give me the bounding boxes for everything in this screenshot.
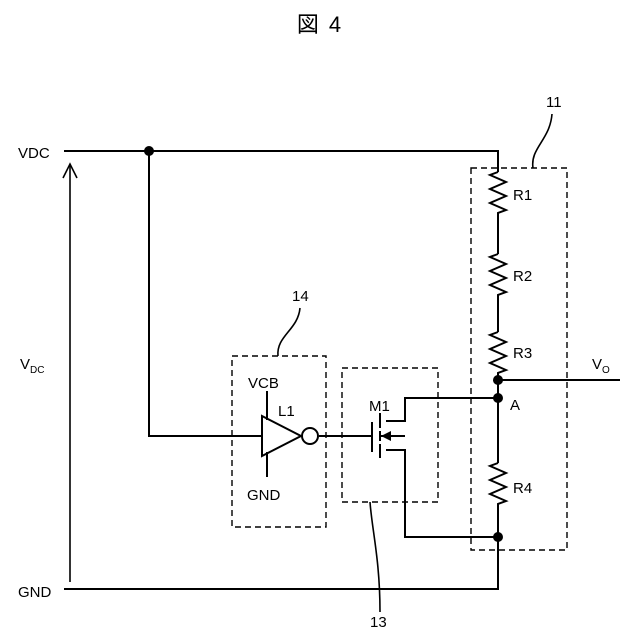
mosfet-drain-wire [386,398,498,421]
resistor-r4 [490,463,506,537]
mosfet-m1-label: M1 [369,398,390,415]
figure-title: 図 4 [297,12,343,37]
mosfet-body-arrow [381,431,391,441]
block-14-label: 14 [292,288,309,305]
mosfet-source-wire [386,450,498,537]
resistor-r2-label: R2 [513,268,532,285]
block-14-leader [278,308,300,356]
node-a-label: A [510,397,520,414]
inverter-bubble [302,428,318,444]
vdc-rail-label: VDC [18,145,50,162]
block-11-label: 11 [546,94,562,111]
inverter-supply-label: VCB [248,375,279,392]
resistor-r3-label: R3 [513,345,532,362]
block-11-leader [533,114,552,168]
resistor-r1 [490,172,506,254]
inverter-input-wire [149,151,262,436]
block-13-leader [370,502,380,612]
output-voltage-label: VO [592,356,610,376]
resistor-r1-label: R1 [513,187,532,204]
inverter-ground-label: GND [247,487,281,504]
vdc-rail-wire [64,151,498,172]
resistor-r2 [490,254,506,332]
vdc-voltage-label: VDC [20,356,44,376]
gnd-rail-wire [64,537,498,589]
block-13-label: 13 [370,614,387,631]
resistor-r4-label: R4 [513,480,532,497]
inverter-symbol [262,416,301,456]
inverter-l1-label: L1 [278,403,295,420]
gnd-rail-label: GND [18,584,52,601]
